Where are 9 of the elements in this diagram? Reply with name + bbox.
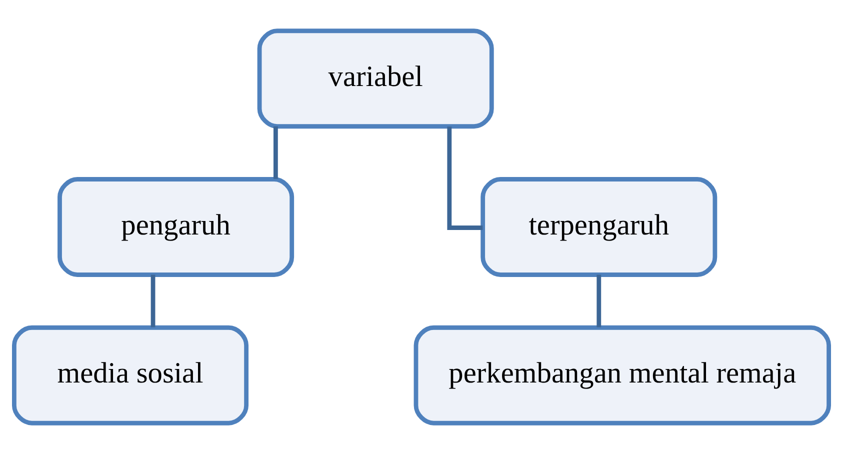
node-box: variabel — [257, 28, 494, 128]
connector — [447, 126, 483, 230]
connector — [150, 274, 156, 327]
node-box: perkembangan mental remaja — [414, 324, 831, 425]
connector — [274, 126, 278, 178]
node-box: pengaruh — [58, 176, 294, 276]
connector — [596, 274, 602, 327]
node-box: media sosial — [12, 324, 249, 425]
node-box: terpengaruh — [480, 176, 718, 276]
